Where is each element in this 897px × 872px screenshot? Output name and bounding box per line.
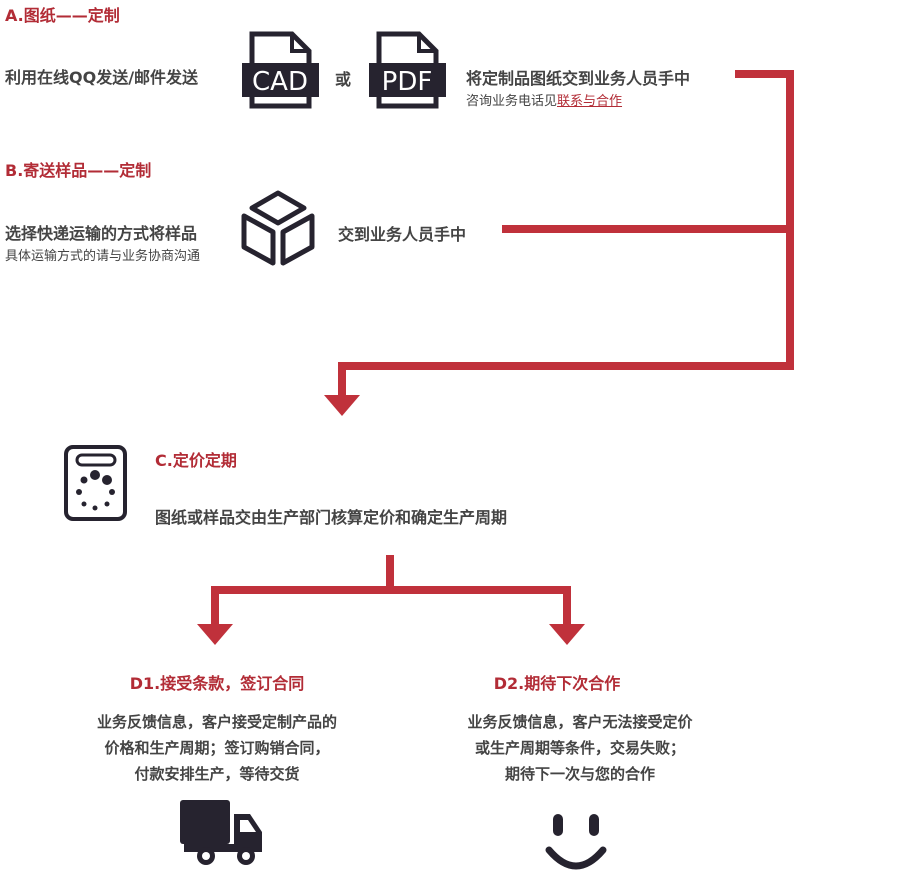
connector-line	[386, 555, 394, 593]
consult-label: 咨询业务电话见	[466, 94, 558, 109]
pdf-file-icon: PDF	[369, 31, 446, 109]
d2-line: 期待下一次与您的合作	[504, 765, 655, 783]
send-text: 利用在线QQ发送/邮件发送	[5, 68, 199, 87]
section-d2-title: D2.期待下次合作	[493, 674, 621, 693]
arrow-down-icon	[197, 624, 233, 645]
section-a-title: A.图纸——定制	[5, 6, 120, 25]
d1-line: 付款安排生产，等待交货	[134, 765, 300, 783]
d2-description: 业务反馈信息，客户无法接受定价或生产周期等条件，交易失败； 期待下一次与您的合作	[420, 709, 740, 787]
d2-line: 业务反馈信息，客户无法接受定价	[467, 713, 693, 731]
deliver-drawing-text: 将定制品图纸交到业务人员手中	[466, 69, 691, 88]
connector-line	[735, 70, 794, 78]
connector-line	[211, 586, 219, 626]
connector-line	[563, 586, 571, 626]
arrow-down-icon	[549, 624, 585, 645]
delivery-truck-icon	[180, 800, 262, 865]
pdf-label: PDF	[382, 67, 433, 97]
d2-line: 或生产周期等条件，交易失败；	[474, 739, 685, 757]
cad-label: CAD	[252, 67, 308, 97]
d1-line: 价格和生产周期；签订购销合同，	[104, 739, 330, 757]
cad-file-icon: CAD	[242, 31, 319, 109]
d1-description: 业务反馈信息，客户接受定制产品的价格和生产周期；签订购销合同， 付款安排生产，等待…	[57, 709, 377, 787]
or-text: 或	[335, 70, 352, 89]
section-d1-title: D1.接受条款，签订合同	[129, 674, 305, 693]
connector-line	[211, 586, 571, 594]
deliver-sample-text: 交到业务人员手中	[338, 225, 467, 244]
connector-line	[338, 362, 346, 398]
connector-line	[502, 225, 794, 233]
section-c-title: C.定价定期	[155, 451, 237, 470]
pricing-text: 图纸或样品交由生产部门核算定价和确定生产周期	[155, 508, 508, 527]
calculator-icon	[64, 445, 127, 521]
d1-line: 业务反馈信息，客户接受定制产品的	[96, 713, 337, 731]
connector-line	[338, 362, 794, 370]
section-b-title: B.寄送样品——定制	[5, 161, 152, 180]
consult-text: 咨询业务电话见联系与合作	[466, 90, 622, 109]
contact-link[interactable]: 联系与合作	[557, 94, 623, 109]
smile-icon	[545, 814, 607, 870]
shipping-note: 具体运输方式的请与业务协商沟通	[5, 249, 201, 264]
package-box-icon	[241, 190, 315, 266]
shipping-method-text: 选择快递运输的方式将样品	[5, 224, 198, 243]
connector-line	[786, 70, 794, 370]
arrow-down-icon	[324, 395, 360, 416]
